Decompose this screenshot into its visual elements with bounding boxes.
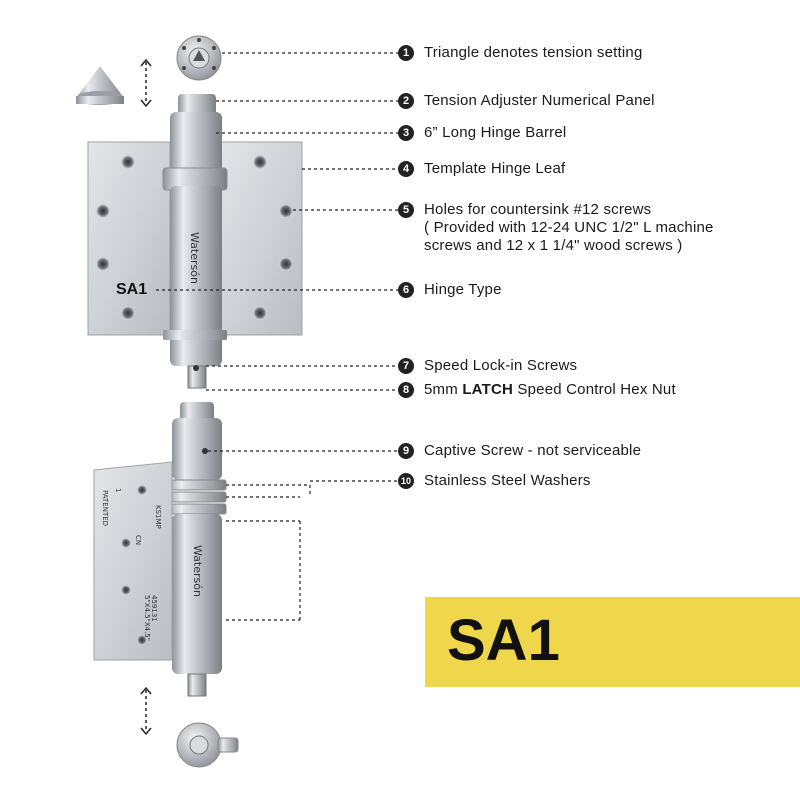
movement-arrow-bottom: [140, 686, 152, 736]
movement-arrow-top: [140, 58, 152, 108]
callout-text: Captive Screw - not serviceable: [424, 442, 642, 459]
model-banner-text: SA1: [447, 608, 560, 673]
cone-cap: [76, 66, 124, 105]
hinge-barrel-lower: [165, 402, 227, 697]
brand-label-lower: Watersón: [191, 545, 204, 597]
tension-adjuster-disc-top: [176, 35, 222, 81]
leaf-stamp-3: CN: [134, 535, 142, 545]
callout-text: Tension Adjuster Numerical Panel: [424, 92, 655, 109]
leaf-stamp-4: PATENTED: [101, 490, 109, 526]
callout-text: Speed Lock-in Screws: [424, 357, 578, 374]
template-hinge-leaf: [87, 141, 303, 336]
tension-adjuster-disc-bottom: [176, 722, 239, 768]
callout-4: 4 Template Hinge Leaf: [398, 160, 565, 178]
hinge-leaf-lower: [93, 461, 173, 661]
callout-8: 8 5mm LATCH Speed Control Hex Nut: [398, 381, 676, 399]
callout-number: 3: [398, 125, 414, 141]
callout-5-line-1: Holes for countersink #12 screws: [424, 201, 652, 218]
callout-text: Template Hinge Leaf: [424, 160, 566, 177]
callout-10: 10 Stainless Steel Washers: [398, 472, 591, 490]
leaf-stamp-6: 5"X4.5"X4.5": [143, 595, 151, 641]
leader-lines: [156, 52, 398, 621]
callout-text: Stainless Steel Washers: [424, 472, 591, 489]
model-banner: SA1: [425, 597, 800, 687]
callout-number: 8: [398, 382, 414, 398]
callout-8-bold: LATCH: [462, 381, 514, 398]
leaf-stamp-1: KS1MP: [154, 505, 162, 529]
callout-number: 7: [398, 358, 414, 374]
callout-8-post: Speed Control Hex Nut: [513, 381, 676, 398]
callout-number: 6: [398, 282, 414, 298]
hinge-type-label: SA1: [116, 281, 148, 298]
callout-5-line-3: screws and 12 x 1 1/4" wood screws ): [424, 237, 683, 254]
callout-number: 2: [398, 93, 414, 109]
callout-number: 4: [398, 161, 414, 177]
callout-text: 6” Long Hinge Barrel: [424, 124, 567, 141]
callout-text: Holes for countersink #12 screws ( Provi…: [424, 201, 714, 255]
callout-5: 5 Holes for countersink #12 screws ( Pro…: [398, 201, 714, 255]
leaf-stamp-5: 459131: [150, 595, 158, 622]
leaf-stamp-2: 1: [114, 488, 122, 492]
hinge-barrel-upper: [162, 94, 228, 389]
callout-8-pre: 5mm: [424, 381, 463, 398]
callout-number: 10: [398, 473, 414, 489]
callout-text: Hinge Type: [424, 281, 502, 298]
callout-1: 1 Triangle denotes tension setting: [398, 44, 642, 62]
callout-7: 7 Speed Lock-in Screws: [398, 357, 577, 375]
callout-3: 3 6” Long Hinge Barrel: [398, 124, 566, 142]
brand-label-upper: Watersón: [188, 232, 201, 284]
callout-6: 6 Hinge Type: [398, 281, 502, 299]
callout-9: 9 Captive Screw - not serviceable: [398, 442, 641, 460]
callout-5-line-2: ( Provided with 12-24 UNC 1/2" L machine: [424, 219, 714, 236]
callout-text: Triangle denotes tension setting: [424, 44, 643, 61]
callout-number: 5: [398, 202, 414, 218]
screw-holes-upper: [96, 155, 293, 320]
callout-number: 1: [398, 45, 414, 61]
callout-2: 2 Tension Adjuster Numerical Panel: [398, 92, 655, 110]
callout-text: 5mm LATCH Speed Control Hex Nut: [424, 381, 676, 399]
callout-number: 9: [398, 443, 414, 459]
